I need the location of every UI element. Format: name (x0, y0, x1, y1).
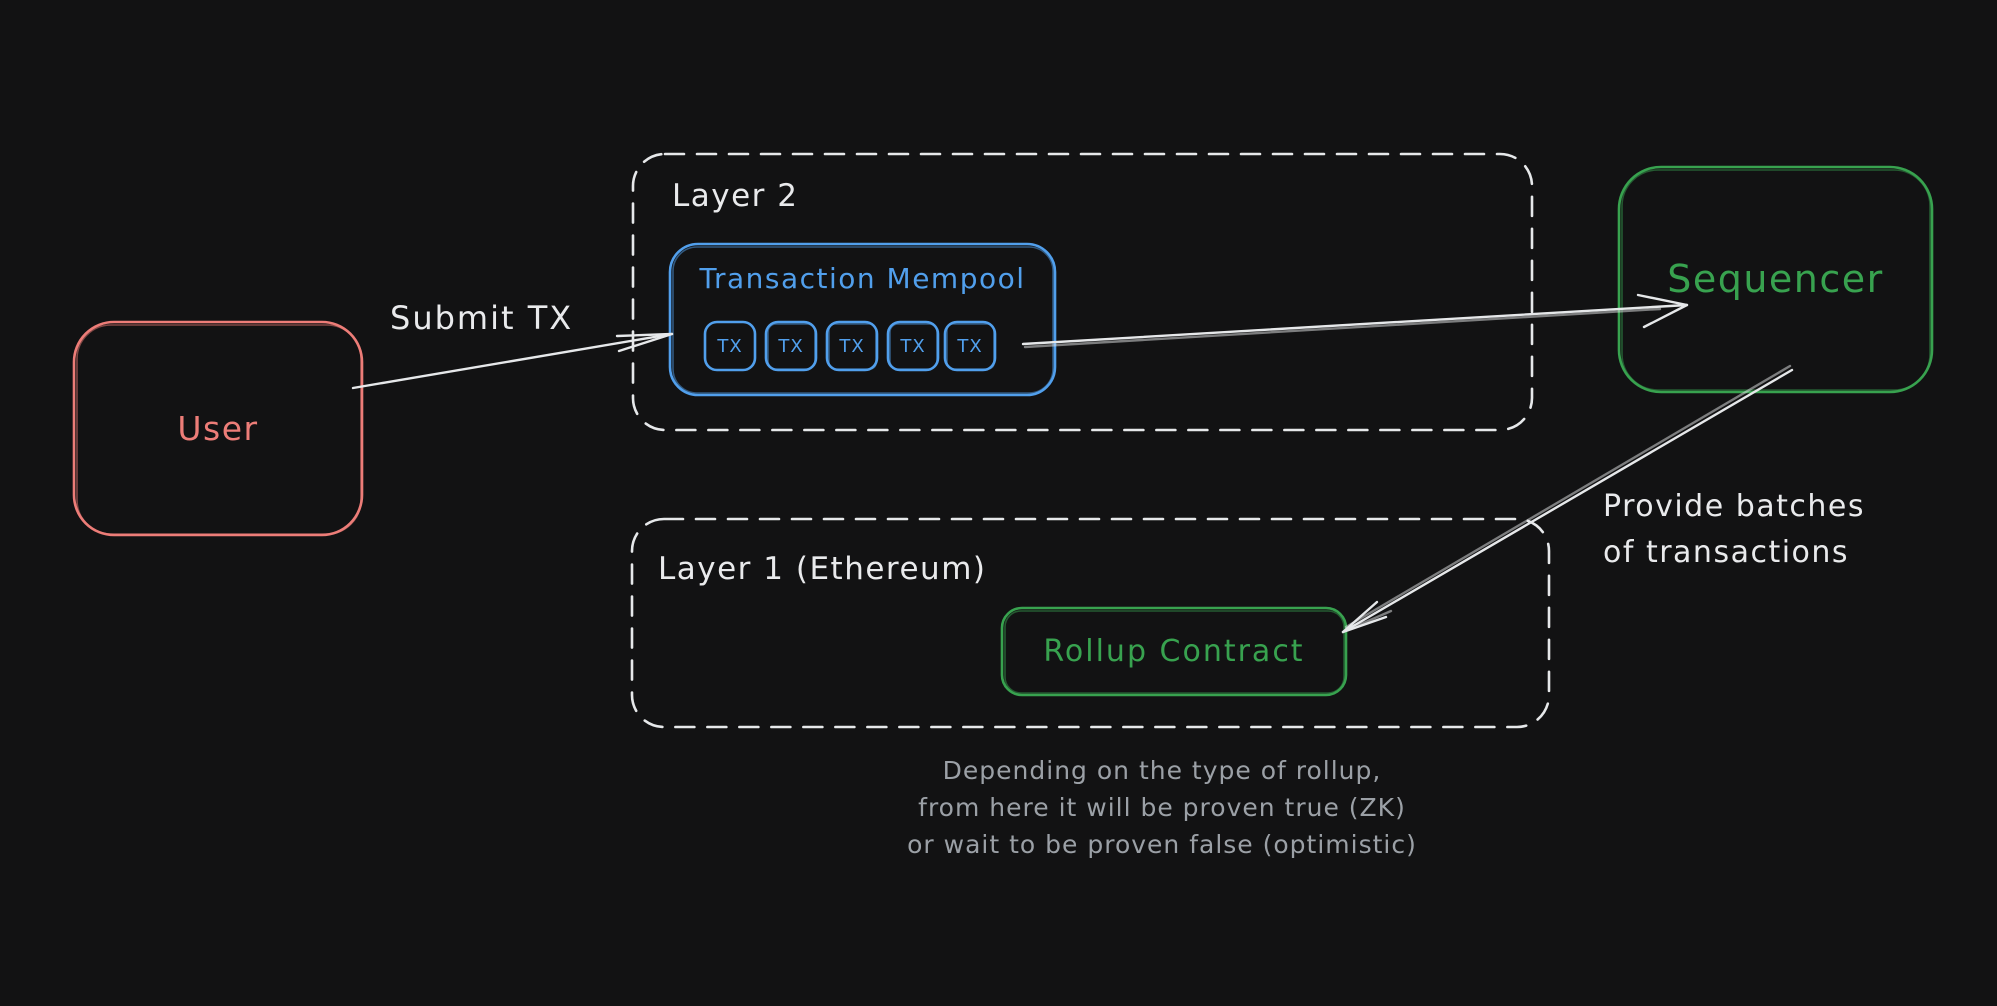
mempool-label: Transaction Mempool (699, 262, 1026, 295)
layer2-container-label: Layer 2 (672, 178, 799, 214)
user-node-border-echo (76, 324, 362, 535)
sequencer-node-label: Sequencer (1667, 256, 1884, 301)
layer1-container-border (630, 517, 1551, 729)
tx-box-border-echo (828, 323, 877, 370)
tx-box-border-echo (889, 323, 938, 370)
note-line-3: or wait to be proven false (optimistic) (907, 830, 1417, 859)
sequencer-node-border (1617, 165, 1934, 394)
tx-box-label: TX (717, 335, 743, 357)
submit-tx-arrow (351, 332, 674, 390)
mempool-to-sequencer-arrow (1021, 293, 1689, 349)
tx-box-border (825, 320, 879, 372)
tx-box-border (943, 320, 997, 372)
layer1-container-label: Layer 1 (Ethereum) (658, 551, 987, 587)
sequencer-to-rollup-arrow (1341, 364, 1794, 634)
mempool-border (668, 242, 1057, 397)
rollup-type-note: Depending on the type of rollup, from he… (762, 752, 1562, 863)
provide-batches-line-2: of transactions (1603, 535, 1850, 570)
mempool-border-echo (672, 246, 1054, 394)
tx-box-border (703, 320, 757, 372)
tx-box-border-echo (946, 323, 995, 370)
provide-batches-line-1: Provide batches (1603, 489, 1866, 524)
layer2-container-border (631, 152, 1534, 432)
tx-box-border (764, 320, 818, 372)
user-node-label: User (177, 408, 259, 448)
note-line-2: from here it will be proven true (ZK) (918, 793, 1406, 822)
tx-box-label: TX (839, 335, 865, 357)
rollup-contract-border (1000, 606, 1348, 697)
tx-box-border-echo (767, 323, 816, 370)
sequencer-node-border-echo (1621, 169, 1931, 391)
provide-batches-edge-label: Provide batches of transactions (1603, 484, 1865, 576)
rollup-contract-border-echo (1004, 610, 1345, 694)
user-node-border (72, 320, 364, 537)
tx-box-label: TX (900, 335, 926, 357)
tx-box-border (886, 320, 940, 372)
tx-box-label: TX (778, 335, 804, 357)
rollup-contract-label: Rollup Contract (1043, 633, 1305, 669)
tx-box-label: TX (957, 335, 983, 357)
submit-tx-edge-label: Submit TX (390, 299, 574, 337)
note-line-1: Depending on the type of rollup, (942, 756, 1382, 785)
